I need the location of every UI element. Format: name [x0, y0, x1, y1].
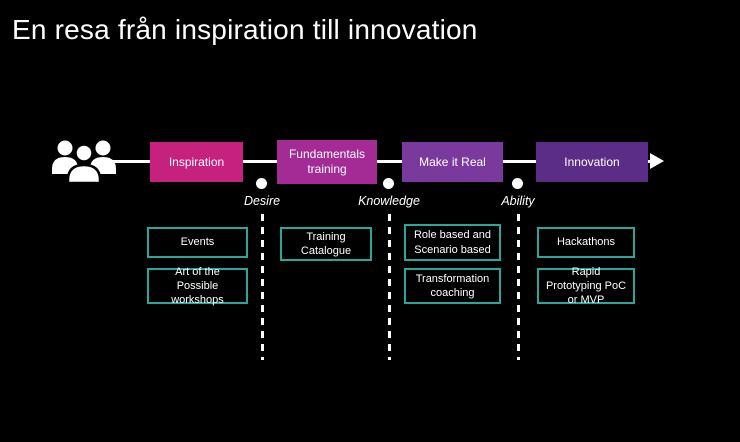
stage-innovation: Innovation — [536, 142, 648, 182]
stage-inspiration: Inspiration — [150, 142, 243, 182]
timeline-line — [112, 160, 652, 163]
item-label: Art of the Possible workshops — [171, 265, 224, 307]
item-label: Training Catalogue — [300, 230, 352, 257]
item-role-based-scenario-based: Role based and Scenario based — [404, 224, 501, 261]
stage-label: Make it Real — [419, 154, 486, 169]
item-label: Rapid Prototyping PoC or MVP — [545, 265, 627, 307]
item-hackathons: Hackathons — [537, 227, 635, 258]
item-label: Hackathons — [556, 236, 616, 249]
dashed-divider — [261, 214, 264, 360]
stage-make-it-real: Make it Real — [402, 142, 503, 182]
item-transformation-coaching: Transformation coaching — [404, 268, 501, 304]
item-rapid-prototyping-poc-mvp: Rapid Prototyping PoC or MVP — [537, 266, 635, 306]
people-group-icon — [50, 137, 118, 185]
page-title: En resa från inspiration till innovation — [12, 14, 478, 45]
milestone-label-ability: Ability — [501, 194, 535, 208]
milestone-label-desire: Desire — [243, 194, 281, 208]
timeline-arrowhead-icon — [650, 153, 664, 169]
milestone-dot-ability — [512, 178, 523, 189]
item-label: Transformation coaching — [415, 272, 490, 299]
stage-label: Inspiration — [168, 154, 225, 169]
milestone-dot-desire — [256, 178, 267, 189]
dashed-divider — [517, 214, 520, 360]
stage-label: Fundamentals training — [288, 147, 366, 176]
milestone-dot-knowledge — [383, 178, 394, 189]
item-label: Events — [180, 236, 215, 249]
item-art-of-the-possible-workshops: Art of the Possible workshops — [147, 266, 248, 306]
stage-fundamentals-training: Fundamentals training — [277, 140, 377, 184]
dashed-divider — [388, 214, 391, 360]
item-label: Role based and Scenario based — [413, 229, 492, 256]
item-events: Events — [147, 227, 248, 258]
milestone-label-knowledge: Knowledge — [358, 194, 420, 208]
stage-label: Innovation — [564, 154, 620, 169]
item-training-catalogue: Training Catalogue — [280, 227, 372, 261]
